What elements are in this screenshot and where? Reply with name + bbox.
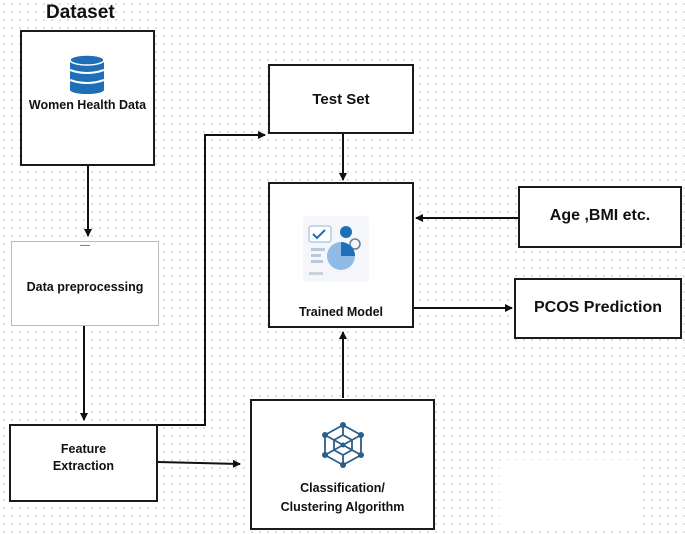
pcos-prediction-label: PCOS Prediction [533,299,663,316]
test-set-label: Test Set [312,91,370,108]
diagram-title: Dataset [46,2,115,23]
feature-label-line2: Extraction [52,459,115,473]
dataset-label: Women Health Data [28,98,147,112]
network-icon [319,421,367,469]
dataset-box: Women Health Data [20,30,155,166]
blank-area [500,460,640,530]
trained-model-box: Trained Model [268,182,414,328]
test-set-box: Test Set [268,64,414,134]
classification-label-line1: Classification/ [300,481,385,495]
trained-model-label: Trained Model [298,305,384,319]
age-bmi-box: Age ,BMI etc. [518,186,682,248]
arrow-feature-to-classification [157,459,241,468]
feature-label-line1: Feature [60,442,107,456]
feature-extraction-box: Feature Extraction [9,424,158,502]
pcos-prediction-box: PCOS Prediction [514,278,682,339]
age-bmi-label: Age ,BMI etc. [549,207,651,224]
arrow-feature-to-testset [158,131,266,426]
classification-label-line2: Clustering Algorithm [280,500,405,514]
model-illustration-icon [303,216,369,282]
preprocessing-small-mark: — [80,240,90,251]
preprocessing-label: Data preprocessing [26,280,144,294]
database-icon [68,54,106,94]
classification-box: Classification/ Clustering Algorithm [250,399,435,530]
preprocessing-box: — Data preprocessing [11,240,159,326]
